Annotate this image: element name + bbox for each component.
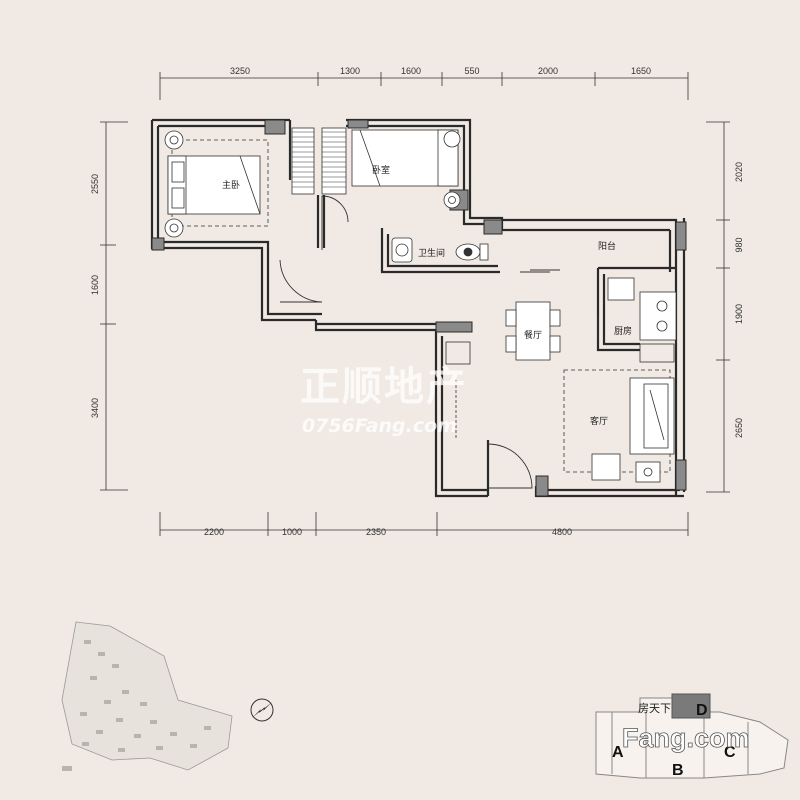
watermark: 正顺地产 0756Fang.com bbox=[300, 364, 468, 437]
dim-top-1: 3250 bbox=[230, 66, 250, 76]
site-building-block bbox=[98, 652, 105, 656]
column bbox=[675, 221, 687, 251]
tv-cabinet bbox=[635, 461, 661, 483]
room-label-living: 客厅 bbox=[590, 415, 608, 427]
site-building-block bbox=[96, 730, 103, 734]
dim-top-2: 1300 bbox=[340, 66, 360, 76]
furniture bbox=[164, 129, 677, 483]
dim-bottom-2: 1000 bbox=[282, 527, 302, 537]
room-label-bedroom: 卧室 bbox=[372, 164, 390, 176]
door-entrance bbox=[487, 443, 533, 489]
dining-table bbox=[515, 301, 551, 361]
site-building-block bbox=[140, 702, 147, 706]
column bbox=[264, 119, 286, 135]
site-building-block bbox=[156, 746, 163, 750]
doors bbox=[279, 195, 599, 489]
unit-label-b: B bbox=[672, 762, 684, 779]
unit-label-a: A bbox=[612, 744, 624, 761]
lamp-icon bbox=[443, 191, 461, 209]
dim-top-5: 2000 bbox=[538, 66, 558, 76]
dim-bottom-3: 2350 bbox=[366, 527, 386, 537]
site-building-block bbox=[170, 732, 177, 736]
lamp-icon bbox=[164, 218, 184, 238]
column bbox=[435, 321, 473, 333]
dim-right-1: 2020 bbox=[734, 162, 744, 182]
dim-right-2: 980 bbox=[734, 237, 744, 252]
dim-left-2: 1600 bbox=[90, 275, 100, 295]
room-label-dining: 餐厅 bbox=[524, 329, 542, 341]
column bbox=[151, 237, 165, 251]
dim-left-3: 3400 bbox=[90, 398, 100, 418]
compass-icon bbox=[250, 698, 274, 722]
brand-cn: 房天下 bbox=[638, 702, 671, 715]
wardrobe bbox=[321, 127, 347, 195]
dim-left-1: 2550 bbox=[90, 174, 100, 194]
door-master bbox=[279, 259, 323, 303]
unit-key-plan: A B C D 房天下 Fang.com bbox=[595, 693, 789, 779]
site-building-block bbox=[134, 734, 141, 738]
dim-right-4: 2650 bbox=[734, 418, 744, 438]
dim-bottom-1: 2200 bbox=[204, 527, 224, 537]
sink bbox=[391, 237, 413, 263]
dim-right-3: 1900 bbox=[734, 304, 744, 324]
room-label-kitchen: 厨房 bbox=[614, 325, 632, 337]
column bbox=[535, 475, 549, 497]
site-building-block bbox=[122, 690, 129, 694]
dim-top-4: 550 bbox=[464, 66, 479, 76]
walls bbox=[150, 118, 686, 498]
room-label-balcony: 阳台 bbox=[598, 240, 616, 252]
site-building-block bbox=[80, 712, 87, 716]
site-building-block bbox=[82, 742, 89, 746]
sofa bbox=[629, 377, 675, 455]
door-bedroom bbox=[321, 195, 349, 250]
dim-bottom-4: 4800 bbox=[552, 527, 572, 537]
column bbox=[675, 459, 687, 491]
structural-columns bbox=[151, 119, 687, 497]
dimension-lines bbox=[100, 72, 730, 536]
site-building-block bbox=[118, 748, 125, 752]
site-building-block bbox=[112, 664, 119, 668]
lamp-icon bbox=[443, 130, 461, 148]
site-building-block bbox=[116, 718, 123, 722]
kitchen-sink bbox=[607, 277, 635, 301]
armchair bbox=[591, 453, 621, 481]
room-label-bathroom: 卫生间 bbox=[418, 247, 445, 259]
watermark-site: 0756Fang.com bbox=[302, 415, 457, 437]
dimension-labels: 3250 1300 1600 550 2000 1650 2200 1000 2… bbox=[90, 66, 744, 537]
site-building-block bbox=[104, 700, 111, 704]
lamp-icon bbox=[164, 130, 184, 150]
room-label-master-bedroom: 主卧 bbox=[222, 179, 240, 191]
unit-highlight-d bbox=[671, 693, 711, 719]
site-building-block bbox=[190, 744, 197, 748]
dim-top-3: 1600 bbox=[401, 66, 421, 76]
brand-en: Fang.com bbox=[622, 723, 750, 753]
wardrobes bbox=[291, 127, 471, 440]
wardrobe bbox=[291, 127, 315, 195]
site-plan-icon bbox=[61, 621, 233, 771]
room-labels: 主卧 卧室 卫生间 阳台 餐厅 厨房 客厅 bbox=[222, 164, 632, 427]
site-building-block bbox=[150, 720, 157, 724]
site-building-block bbox=[204, 726, 211, 730]
unit-label-c: C bbox=[724, 744, 736, 761]
column bbox=[347, 119, 369, 129]
dim-top-6: 1650 bbox=[631, 66, 651, 76]
unit-label-d: D bbox=[696, 702, 708, 719]
site-building-block bbox=[84, 640, 91, 644]
watermark-company: 正顺地产 bbox=[300, 364, 468, 410]
site-building-block bbox=[90, 676, 97, 680]
stove bbox=[639, 291, 677, 341]
column bbox=[483, 219, 503, 235]
